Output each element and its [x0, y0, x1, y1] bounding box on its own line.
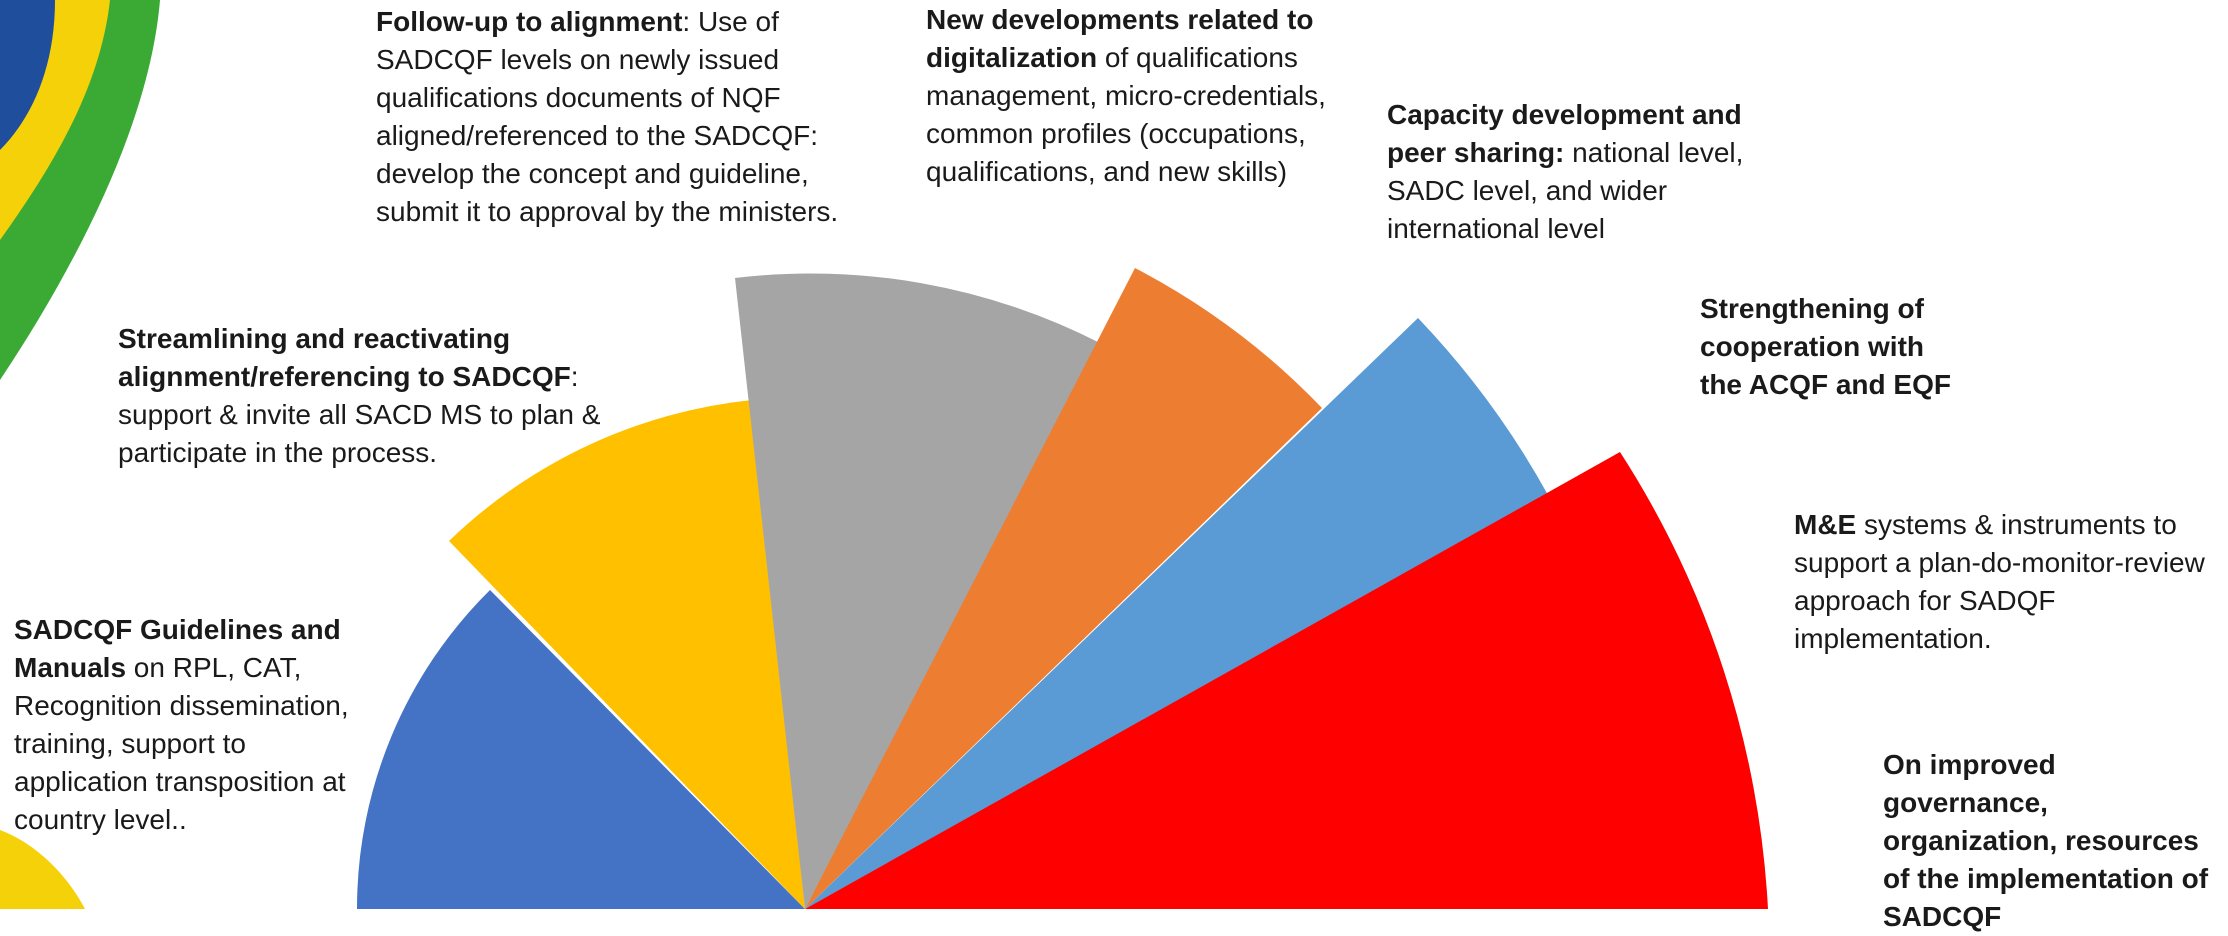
label-streamlining: Streamlining and reactivating alignment/…: [118, 323, 601, 468]
label-sadcqf-guidelines: SADCQF Guidelines and Manuals on RPL, CA…: [14, 614, 349, 835]
roadmap-diagram: [0, 0, 1768, 909]
wedge-sadcqf-guidelines: [356, 590, 805, 909]
wedge-follow-up: [735, 273, 1100, 909]
label-capacity: Capacity development and peer sharing: n…: [1387, 99, 1744, 244]
label-governance: On improved governance, organization, re…: [1883, 749, 2209, 932]
logo-blue-seal: [0, 0, 55, 150]
logo-fragment-top: [0, 0, 160, 380]
label-follow-up: Follow-up to alignment: Use of SADCQF le…: [376, 6, 839, 227]
wedge-digitalization: [805, 268, 1322, 909]
wedge-governance: [805, 452, 1768, 909]
label-digitalization: New developments related to digitalizati…: [926, 4, 1326, 187]
wedge-capacity: [805, 318, 1548, 909]
label-me-systems: M&E systems & instruments to support a p…: [1794, 509, 2205, 654]
label-cooperation: Strengthening of cooperation with the AC…: [1700, 293, 1951, 400]
logo-yellow-corner: [0, 830, 85, 909]
logo-fragment-bottom: [0, 830, 85, 909]
wedge-streamlining: [449, 400, 805, 909]
